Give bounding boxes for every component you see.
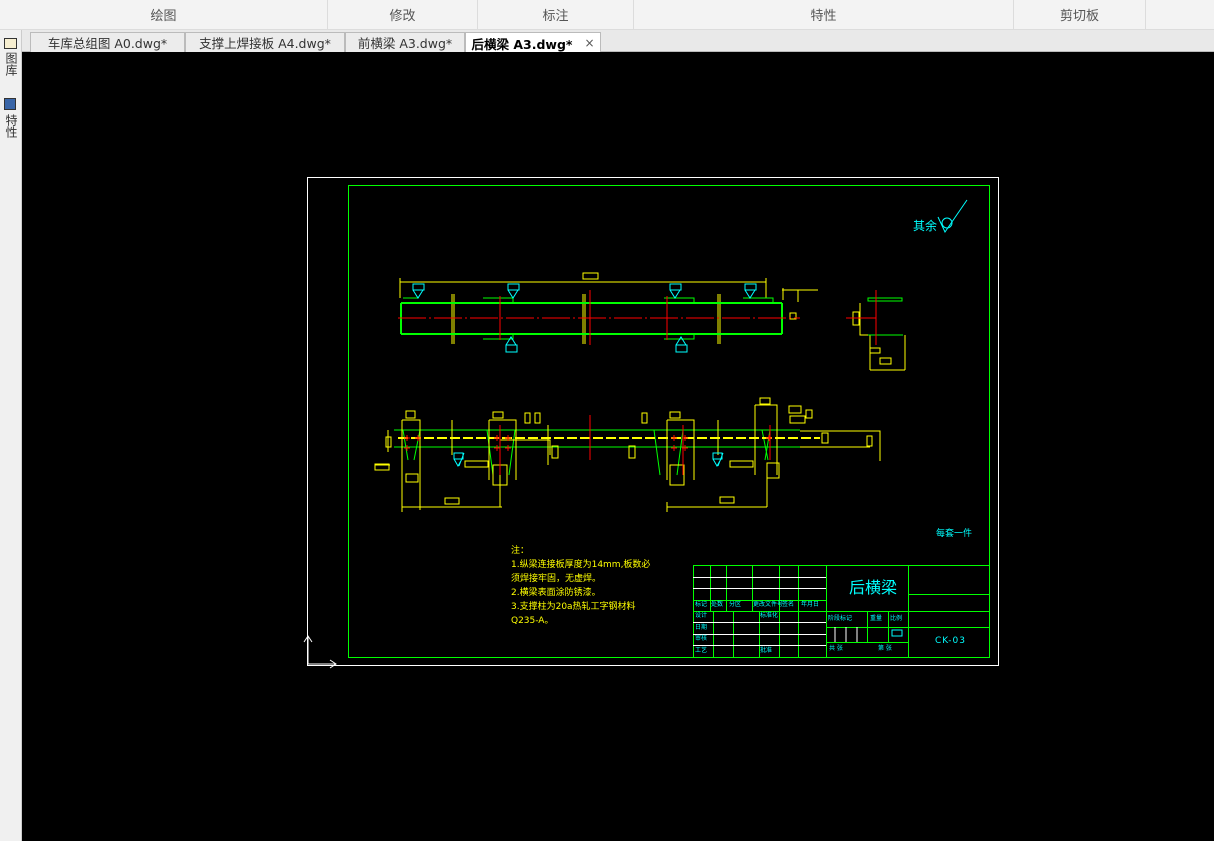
tb-label: 更改文件号 [753, 601, 784, 608]
tab-front-beam[interactable]: 前横梁 A3.dwg* [345, 32, 465, 52]
tb-label: 日期 [695, 624, 708, 631]
tb-label: 标记 [695, 601, 708, 608]
note-line: Q235-A。 [511, 616, 554, 626]
roughness-label: 其余 [913, 219, 938, 233]
tab-rear-beam[interactable]: 后横梁 A3.dwg* × [465, 32, 601, 53]
roughness-symbol [937, 199, 968, 234]
tb-label: 批准 [760, 647, 773, 654]
tb-label: 签名 [782, 601, 795, 608]
beam-side-view [846, 290, 906, 371]
ribbon-annotate[interactable]: 标注 [478, 0, 634, 29]
tab-garage-assembly[interactable]: 车库总组图 A0.dwg* [30, 32, 185, 52]
tb-label: 阶段标记 [828, 615, 853, 622]
tb-label: 比例 [890, 615, 903, 622]
tb-label: 工艺 [695, 647, 708, 654]
note-title: 注： [511, 546, 530, 556]
tab-support-plate[interactable]: 支撑上焊接板 A4.dwg* [185, 32, 345, 52]
properties-icon[interactable] [4, 98, 16, 110]
note-line: 须焊接牢固，无虚焊。 [511, 574, 602, 584]
note-line: 2.横梁表面涂防锈漆。 [511, 588, 601, 598]
tb-label: 共 张 [829, 645, 843, 652]
note-line: 1.纵梁连接板厚度为14mm,板数必 [511, 560, 651, 570]
tab-label: 后横梁 A3.dwg* [471, 36, 573, 52]
ribbon: 绘图 修改 标注 特性 剪切板 [0, 0, 1214, 30]
tab-label: 支撑上焊接板 A4.dwg* [199, 36, 331, 51]
left-panel: 图库 特性 [0, 30, 22, 841]
ribbon-modify[interactable]: 修改 [328, 0, 478, 29]
beam-top-view [398, 272, 818, 353]
ucs-icon [303, 635, 337, 669]
tb-label: 处数 [711, 601, 724, 608]
drawing-number: CK-03 [935, 636, 966, 646]
tb-label: 分区 [729, 601, 742, 608]
tb-label: 设计 [695, 612, 708, 619]
tb-label: 审核 [695, 635, 708, 642]
part-name: 后横梁 [849, 578, 898, 597]
library-panel-tab[interactable]: 图库 [4, 52, 18, 76]
document-tabs: 车库总组图 A0.dwg* 支撑上焊接板 A4.dwg* 前横梁 A3.dwg*… [0, 30, 1214, 53]
beam-front-view [374, 397, 881, 512]
tab-label: 车库总组图 A0.dwg* [47, 36, 168, 51]
close-icon[interactable]: × [584, 36, 595, 50]
note-line: 3.支撑柱为20a热轧工字钢材料 [511, 602, 636, 612]
properties-panel-tab[interactable]: 特性 [4, 114, 18, 138]
tab-label: 前横梁 A3.dwg* [357, 36, 453, 51]
sheet-frame [307, 177, 999, 666]
tb-label: 第 张 [878, 645, 892, 652]
library-icon[interactable] [4, 38, 17, 49]
drawing-border [348, 185, 990, 658]
tb-label: 标准化 [760, 612, 779, 619]
tb-label: 年月日 [801, 601, 820, 608]
ribbon-clipboard[interactable]: 剪切板 [1014, 0, 1146, 29]
tb-label: 重量 [870, 615, 883, 622]
quantity-note: 每套一件 [936, 529, 973, 539]
ribbon-draw[interactable]: 绘图 [0, 0, 328, 29]
ribbon-properties[interactable]: 特性 [634, 0, 1014, 29]
